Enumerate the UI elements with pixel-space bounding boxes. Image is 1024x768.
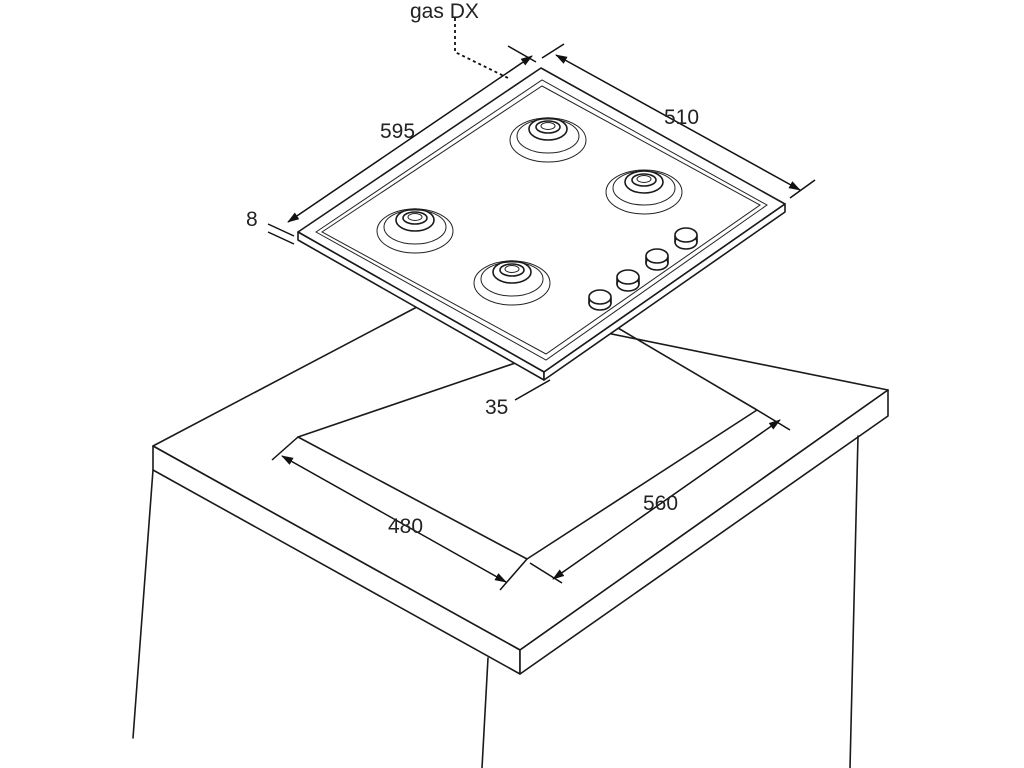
knob-3 — [645, 248, 669, 271]
hob-side-edge — [543, 203, 786, 381]
dimension-thickness-tick-top — [267, 223, 295, 237]
dimension-cutout-width-tick-start — [529, 562, 563, 584]
knob-1 — [588, 289, 612, 311]
dimension-cutout-depth-line — [281, 455, 507, 583]
dimension-cutout-width-line — [552, 419, 781, 580]
hob-top-face — [297, 67, 786, 373]
knob-2 — [616, 269, 640, 292]
cabinet-left-side — [132, 469, 154, 739]
dimension-cutout-width-tick-end — [756, 409, 791, 431]
dimension-thickness-tick-bottom — [267, 231, 295, 245]
burner-front — [473, 260, 551, 306]
gas-label: gas DX — [410, 0, 479, 23]
dimension-cutout-width-label: 560 — [643, 492, 678, 515]
gas-connection-leader — [454, 18, 509, 79]
dimension-height-label: 35 — [485, 396, 508, 419]
dimension-cutout-depth-label: 480 — [388, 515, 423, 538]
dimension-cutout-depth-tick-end — [499, 558, 528, 591]
knob-4 — [674, 227, 698, 250]
cabinet-front-edge — [481, 657, 489, 768]
dimension-depth-tick-end — [789, 179, 816, 199]
dimension-thickness-label: 8 — [246, 208, 258, 231]
dimension-width-line — [287, 55, 533, 223]
dimension-width-label: 595 — [380, 120, 415, 143]
dimension-depth-line — [555, 54, 801, 191]
countertop — [132, 297, 889, 768]
dimension-depth-tick-start — [541, 43, 565, 59]
dimension-cutout-depth-tick-start — [271, 436, 299, 461]
cabinet-right-side — [849, 435, 859, 768]
dimension-height-leader — [514, 379, 551, 401]
dimension-width-tick — [507, 45, 537, 63]
dimension-depth-label: 510 — [664, 106, 699, 129]
